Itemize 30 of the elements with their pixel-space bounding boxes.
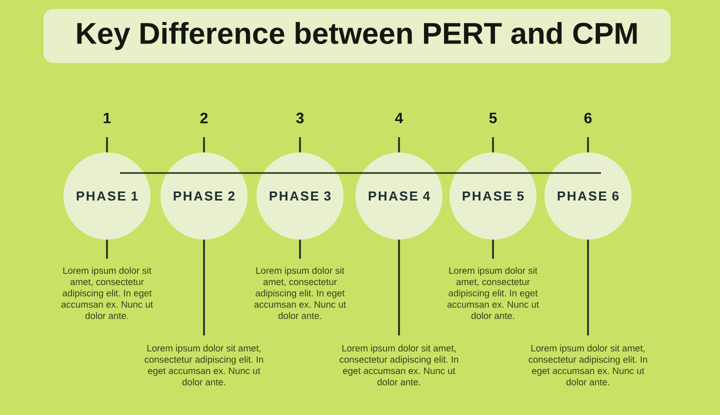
- connector-line: [492, 240, 494, 259]
- connector-line: [398, 240, 400, 336]
- connector-line: [587, 137, 589, 152]
- connector-line: [299, 137, 301, 152]
- timeline-line: [412, 172, 506, 174]
- connector-line: [587, 240, 589, 336]
- description-text: Lorem ipsum dolor sit amet, consectetur adipiscing elit. In eget accumsan ex. Nunc ut dolor ante.: [254, 266, 346, 320]
- timeline-line: [313, 172, 412, 174]
- step-number: 6: [584, 112, 592, 124]
- step-number: 2: [200, 112, 208, 124]
- step-number: 4: [395, 112, 404, 124]
- description-text: Lorem ipsum dolor sit amet, consectetur adipiscing elit. In eget accumsan ex. Nunc ut dolor ante.: [528, 344, 648, 386]
- title-banner: Key Difference between PERT and CPM: [44, 9, 670, 63]
- connector-line: [106, 240, 108, 259]
- step-number: 5: [489, 112, 497, 124]
- step-number: 1: [104, 112, 111, 124]
- description-text: Lorem ipsum dolor sit amet, consectetur adipiscing elit. In eget accumsan ex. Nunc ut dolor ante.: [61, 266, 153, 320]
- connector-line: [398, 137, 400, 152]
- connector-line: [492, 137, 494, 152]
- timeline-line: [120, 172, 217, 174]
- description-text: Lorem ipsum dolor sit amet, consectetur adipiscing elit. In eget accumsan ex. Nunc ut dolor ante.: [447, 266, 539, 320]
- timeline-line: [506, 172, 601, 174]
- connector-line: [203, 240, 205, 336]
- step-number: 3: [296, 112, 304, 124]
- description-text: Lorem ipsum dolor sit amet, consectetur adipiscing elit. In eget accumsan ex. Nunc ut dolor ante.: [144, 344, 264, 386]
- connector-line: [106, 137, 108, 152]
- connector-line: [203, 137, 205, 152]
- description-text: Lorem ipsum dolor sit amet, consectetur adipiscing elit. In eget accumsan ex. Nunc ut dolor ante.: [340, 344, 458, 386]
- connector-line: [299, 240, 301, 259]
- timeline-line: [217, 172, 313, 174]
